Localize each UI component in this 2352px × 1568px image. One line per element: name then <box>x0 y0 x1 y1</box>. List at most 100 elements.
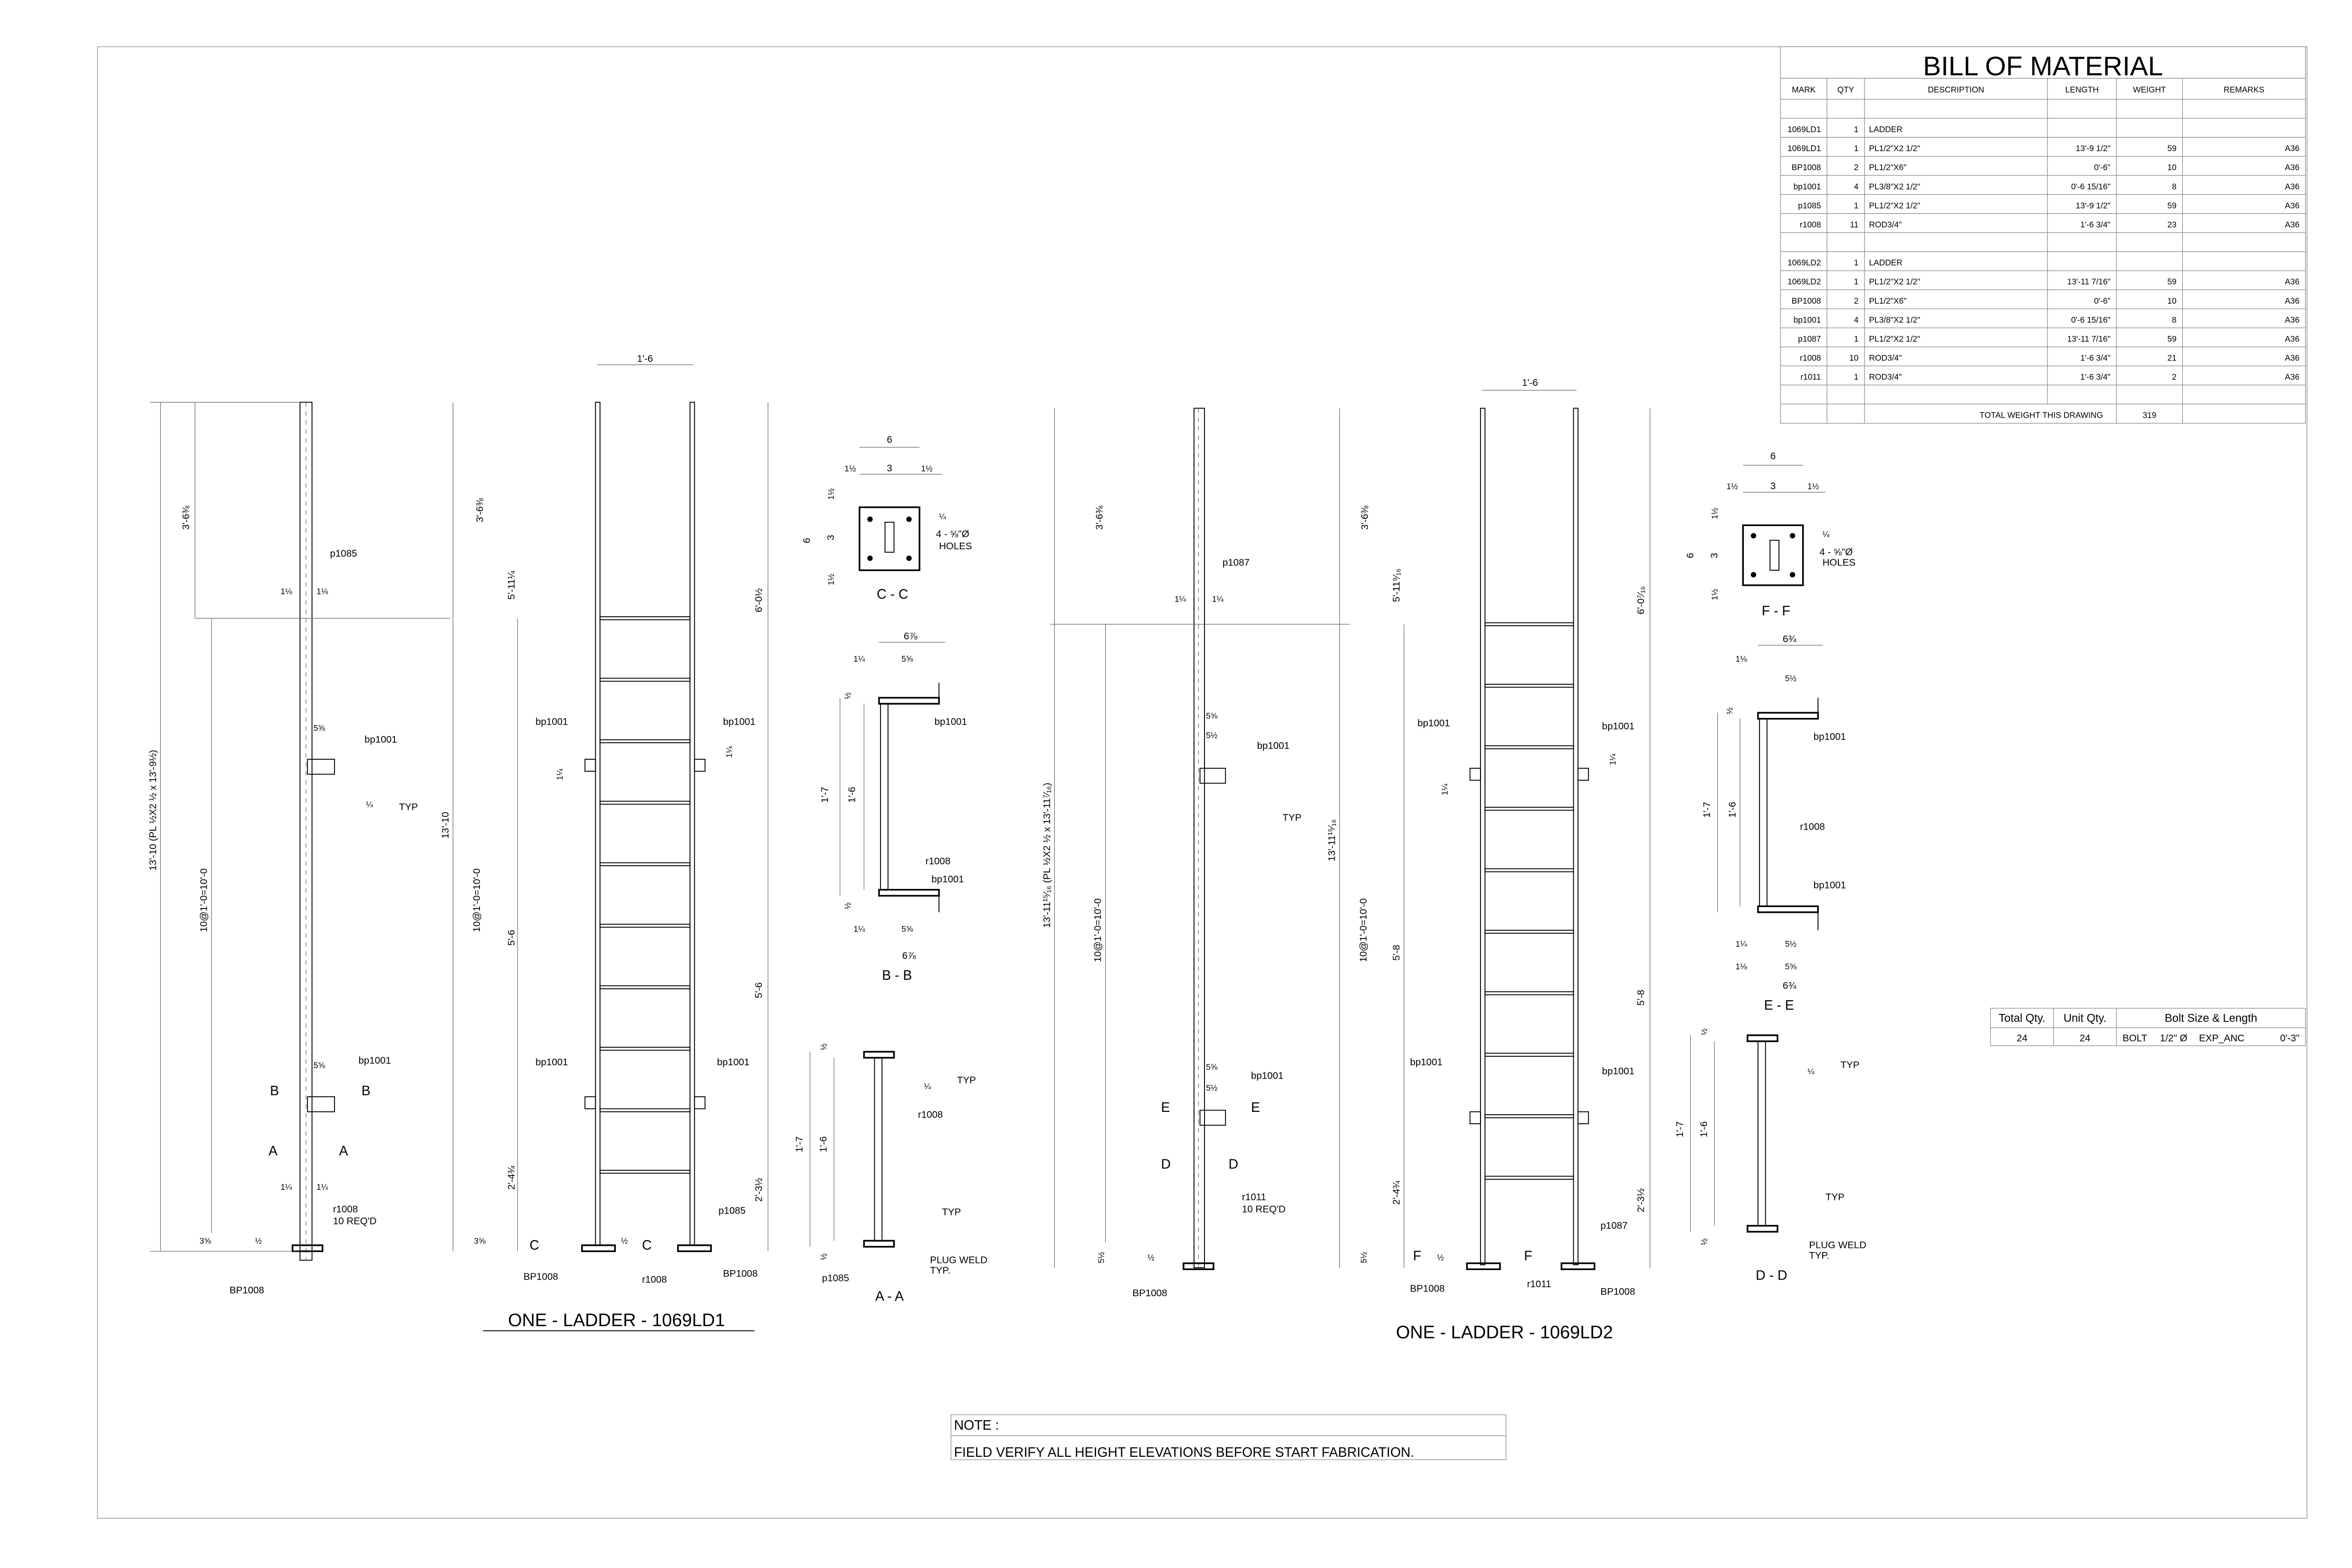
dim: 1½ <box>844 464 856 473</box>
part-mark: 10 REQ'D <box>333 1216 377 1227</box>
weld-note: PLUG WELD <box>1809 1240 1866 1251</box>
bom-cell: 59 <box>2167 277 2176 287</box>
part-mark: r1011 <box>1242 1192 1266 1203</box>
bom-header: WEIGHT <box>2133 85 2166 95</box>
part-mark: r1008 <box>642 1274 667 1285</box>
bolt-length: 0'-3" <box>2280 1033 2300 1043</box>
dim: 5⅝ <box>901 924 913 934</box>
holes-note: 4 - ⅝"Ø <box>936 529 969 540</box>
bom-cell: 1 <box>1854 258 1859 268</box>
bom-cell: 2 <box>1854 163 1859 172</box>
dim: 1¼ <box>555 768 564 780</box>
bom-cell: 1069LD1 <box>1788 143 1821 153</box>
rung <box>1484 929 1574 934</box>
dim: 5½ <box>1206 1083 1218 1093</box>
dim: 3 <box>1770 481 1776 492</box>
dim: 1'-6 <box>846 787 857 803</box>
rung <box>599 924 691 928</box>
dim: 1'-6 <box>637 353 653 364</box>
bom-cell: 13'-9 1/2" <box>2076 201 2111 210</box>
weld-note: PLUG WELD <box>930 1255 987 1266</box>
bom-cell: A36 <box>2285 334 2300 344</box>
part-mark: p1087 <box>1223 557 1250 568</box>
bom-cell: 8 <box>2172 315 2177 325</box>
rung <box>599 1108 691 1112</box>
dim: 3'-6⅜ <box>1359 505 1370 530</box>
dim: ½ <box>843 902 852 909</box>
bom-cell: 11 <box>1850 220 1858 229</box>
part-mark: bp1001 <box>358 1055 391 1066</box>
bom-cell: r1008 <box>1800 353 1821 363</box>
part-mark: p1085 <box>718 1205 746 1216</box>
dim: 3 <box>1709 553 1720 558</box>
dim: 1'-7 <box>1674 1121 1685 1138</box>
rung <box>599 1169 691 1174</box>
section-d-d: ½ 1'-7 1'-6 ½ ¼ TYP TYP PLUG WELD TYP. D… <box>1674 1028 1866 1283</box>
rung <box>1484 991 1574 995</box>
bom-cell: 59 <box>2167 143 2176 153</box>
dim: 6 <box>1685 553 1696 558</box>
part-mark: bp1001 <box>535 716 568 727</box>
rung <box>1484 622 1574 626</box>
dim: ½ <box>1437 1252 1444 1262</box>
weld-note: TYP. <box>930 1265 950 1276</box>
bom-cell: p1085 <box>1798 201 1821 210</box>
view-title: ONE - LADDER - 1069LD2 <box>1396 1322 1613 1342</box>
part-mark: r1011 <box>1527 1279 1551 1290</box>
dim: 1½ <box>921 464 933 473</box>
part-mark: r1008 <box>918 1109 943 1120</box>
bom-cell: 13'-11 7/16" <box>2067 334 2111 344</box>
ladder2-side-view: 3'-6⅜ 13'-11¹⁵⁄₁₆ (PL ½X2 ½ x 13'-11⁷⁄₁₆… <box>1042 408 1350 1299</box>
bolt-size: 1/2" Ø <box>2160 1033 2187 1043</box>
dim: 5'-8 <box>1635 990 1646 1006</box>
dim: 1⅛ <box>1736 654 1748 664</box>
part-mark: bp1001 <box>935 716 967 727</box>
bom-cell: PL1/2"X2 1/2" <box>1869 143 1920 153</box>
holes-note: HOLES <box>939 541 972 552</box>
dim: 5'-6 <box>506 930 517 946</box>
section-c-c: 6 1½ 3 1½ 1½ 3 1½ 6 ¼ 4 - ⅝"Ø HOLES C - … <box>802 434 972 602</box>
dim: ½ <box>819 1253 828 1260</box>
section-title: D - D <box>1756 1268 1787 1283</box>
bolt-unit: 24 <box>2080 1033 2091 1043</box>
dim: 2'-4¾ <box>1391 1180 1402 1205</box>
bom-cell: 0'-6" <box>2094 163 2111 172</box>
dim: 6'-0⁷⁄₁₆ <box>1635 586 1646 614</box>
section-cut-marker: C <box>642 1238 652 1253</box>
part-mark: bp1001 <box>1814 880 1846 890</box>
bom-cell: 8 <box>2172 182 2177 191</box>
dim: 5'-8 <box>1391 945 1402 961</box>
part-mark: bp1001 <box>1602 1066 1635 1077</box>
bom-cell: A36 <box>2285 143 2300 153</box>
dim: 10@1'-0=10'-0 <box>1358 899 1369 962</box>
dim: 6¾ <box>1783 980 1797 991</box>
bom-cell: PL1/2"X6" <box>1869 163 1906 172</box>
section-cut-marker: B <box>270 1083 279 1099</box>
dim: 6 <box>887 434 892 445</box>
ladder-rungs <box>1484 622 1574 1180</box>
dim: ½ <box>1725 707 1734 714</box>
typ-note: TYP <box>399 802 418 813</box>
bom-cell: BP1008 <box>1792 163 1821 172</box>
bom-cell: ROD3/4" <box>1869 372 1902 382</box>
bom-cell: 2 <box>1854 296 1859 306</box>
dim: 1½ <box>1727 482 1739 491</box>
dim: 1'-6 <box>818 1136 829 1152</box>
dim: 5⅝ <box>314 723 325 733</box>
bom-cell: BP1008 <box>1792 296 1821 306</box>
dim: 1½ <box>1710 507 1720 519</box>
rung <box>599 739 691 744</box>
bom-cell: 1'-6 3/4" <box>2080 220 2111 229</box>
rung <box>599 616 691 621</box>
part-mark: bp1001 <box>1814 731 1846 742</box>
part-mark: p1085 <box>330 548 357 559</box>
section-cut-marker: A <box>339 1143 348 1158</box>
section-cut-marker: D <box>1161 1157 1171 1172</box>
dim: 1¼ <box>280 1182 292 1192</box>
dim: 5'-11¼ <box>506 571 517 600</box>
bom-cell: LADDER <box>1869 258 1902 268</box>
weld-size: ¼ <box>1823 530 1830 539</box>
dim: ½ <box>255 1236 262 1246</box>
dim: 10@1'-0=10'-0 <box>1092 899 1103 962</box>
section-title: C - C <box>877 587 908 602</box>
